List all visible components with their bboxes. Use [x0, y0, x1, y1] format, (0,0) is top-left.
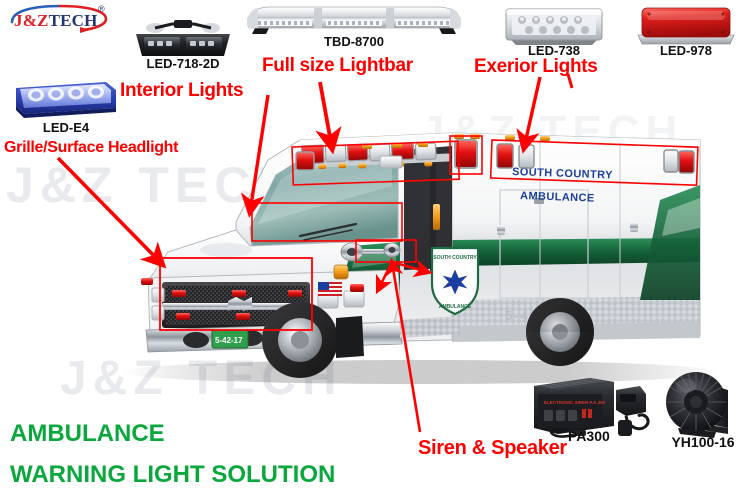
product-yh100-16[interactable]: YH100-16 [662, 370, 744, 452]
product-led-978[interactable]: LED-978 [634, 5, 738, 58]
led-738-image [505, 8, 603, 45]
annotation-exterior-lights: Exerior Lights [474, 56, 598, 77]
product-caption: LED-738 [527, 43, 581, 58]
product-led-e4[interactable]: LED-E4 [12, 78, 120, 136]
svg-text:AMBULANCE: AMBULANCE [520, 190, 595, 205]
product-caption: PA300 [568, 428, 610, 444]
product-tbd-8700[interactable]: TBD-8700 [236, 4, 472, 50]
product-caption: LED-978 [659, 43, 713, 58]
product-led-718-2d[interactable]: LED-718-2D [128, 16, 238, 72]
annotation-interior-lights: Interior Lights [120, 80, 244, 101]
annotation-grille-surface-headlight: Grille/Surface Headlight [4, 139, 179, 156]
svg-text:SOUTH COUNTRY: SOUTH COUNTRY [433, 255, 477, 261]
product-led-738[interactable]: LED-738 [500, 5, 608, 58]
pa300-image: ELECTRONIC SIREN P.A.300 [534, 378, 650, 438]
logo-swoosh-icon [10, 4, 108, 33]
led-978-image [637, 7, 735, 45]
annotation-full-size-lightbar: Full size Lightbar [262, 55, 413, 76]
svg-text:AMBULANCE: AMBULANCE [439, 304, 472, 310]
registered-mark-icon: ® [98, 4, 105, 14]
tbd-8700-image [247, 6, 461, 34]
led-718-2d-image [136, 20, 230, 56]
product-caption: LED-718-2D [146, 56, 220, 71]
led-e4-image [16, 82, 116, 118]
product-caption: YH100-16 [671, 434, 735, 450]
brand-logo: J&ZTECH ® [6, 4, 114, 38]
logo-wordmark: J&ZTECH [14, 11, 98, 31]
product-pa300[interactable]: ELECTRONIC SIREN P.A.300 PA300 [530, 368, 660, 448]
product-caption: LED-E4 [42, 120, 90, 135]
footer-line-2: WARNING LIGHT SOLUTION [10, 461, 336, 488]
logo-text-tech: TECH [48, 11, 98, 30]
annotation-siren-speaker: Siren & Speaker [418, 437, 567, 459]
product-caption: TBD-8700 [324, 34, 384, 49]
svg-text:ELECTRONIC SIREN P.A.300: ELECTRONIC SIREN P.A.300 [544, 400, 606, 405]
svg-text:5-42-17: 5-42-17 [215, 336, 243, 345]
logo-text-jz: J&Z [14, 11, 49, 30]
footer-line-1: AMBULANCE [10, 420, 165, 447]
yh100-16-image [666, 372, 728, 438]
